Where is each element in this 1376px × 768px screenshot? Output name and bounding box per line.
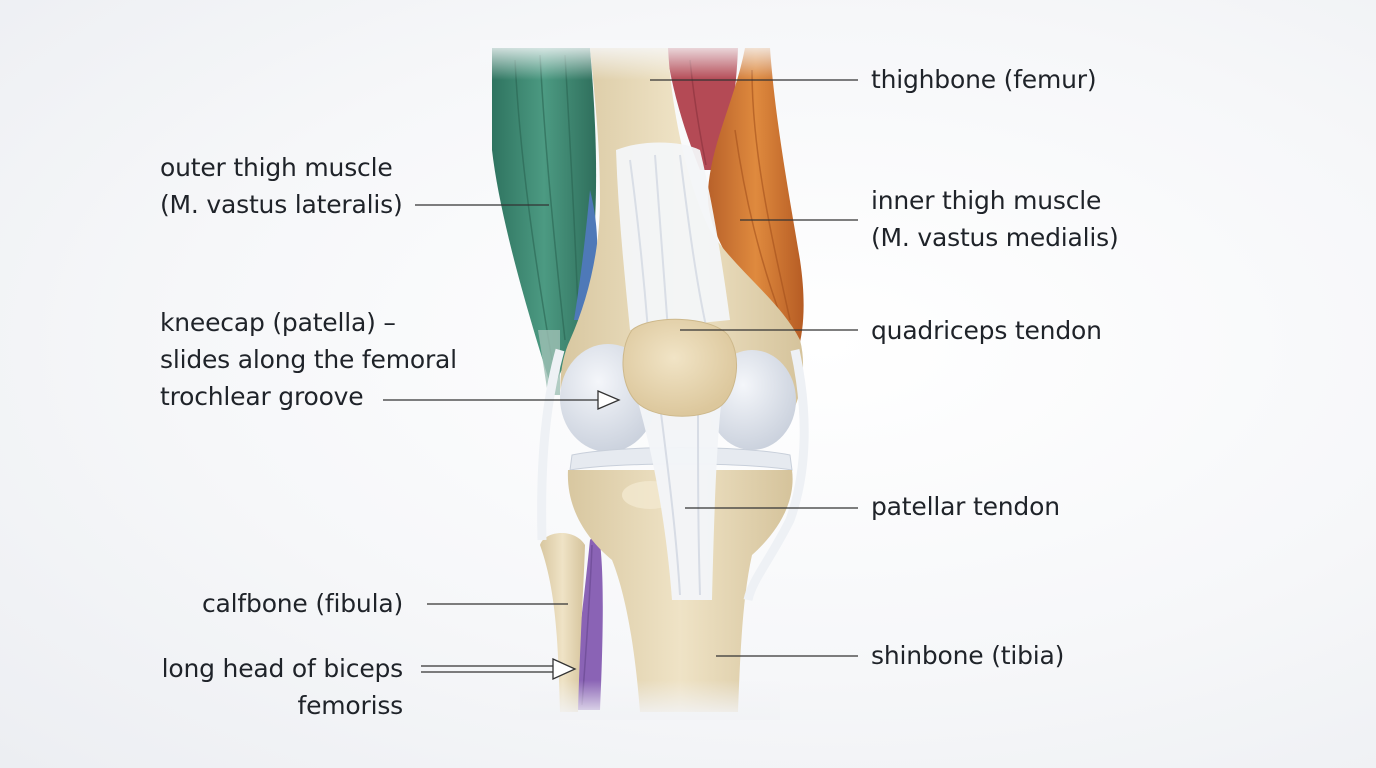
label-shinbone: shinbone (tibia) [871, 637, 1064, 674]
arrow-biceps-femoris [421, 659, 575, 679]
label-kneecap: kneecap (patella) – slides along the fem… [160, 304, 457, 415]
patella-bone [623, 319, 737, 416]
label-outer-thigh-muscle: outer thigh muscle (M. vastus lateralis) [160, 149, 403, 223]
label-inner-thigh-muscle: inner thigh muscle (M. vastus medialis) [871, 182, 1119, 256]
label-thighbone: thighbone (femur) [871, 61, 1096, 98]
label-biceps-femoris: long head of biceps femoriss [162, 650, 403, 724]
label-calfbone: calfbone (fibula) [202, 585, 403, 622]
label-quadriceps-tendon: quadriceps tendon [871, 312, 1102, 349]
label-patellar-tendon: patellar tendon [871, 488, 1060, 525]
